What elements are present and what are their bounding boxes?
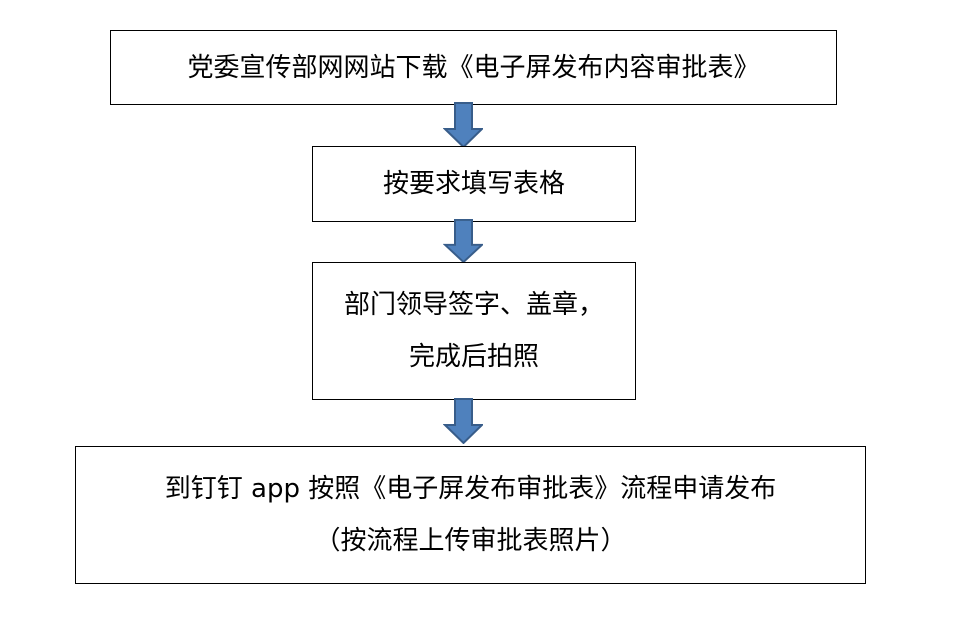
step-2-box: 按要求填写表格 — [312, 146, 636, 222]
step-4-box: 到钉钉 app 按照《电子屏发布审批表》流程申请发布 （按流程上传审批表照片） — [75, 446, 866, 584]
step-3-line-2: 完成后拍照 — [408, 342, 539, 372]
step-4-line-1: 到钉钉 app 按照《电子屏发布审批表》流程申请发布 — [164, 474, 777, 504]
arrow-down-icon — [443, 102, 483, 148]
step-3-box: 部门领导签字、盖章， 完成后拍照 — [312, 262, 636, 400]
step-2-text: 按要求填写表格 — [382, 169, 565, 199]
arrow-down-icon — [443, 219, 483, 263]
arrow-down-icon — [443, 398, 483, 444]
step-3-line-1: 部门领导签字、盖章， — [343, 290, 604, 320]
step-1-text: 党委宣传部网网站下载《电子屏发布内容审批表》 — [187, 52, 760, 83]
step-4-line-2: （按流程上传审批表照片） — [314, 526, 627, 556]
step-1-box: 党委宣传部网网站下载《电子屏发布内容审批表》 — [110, 30, 837, 105]
